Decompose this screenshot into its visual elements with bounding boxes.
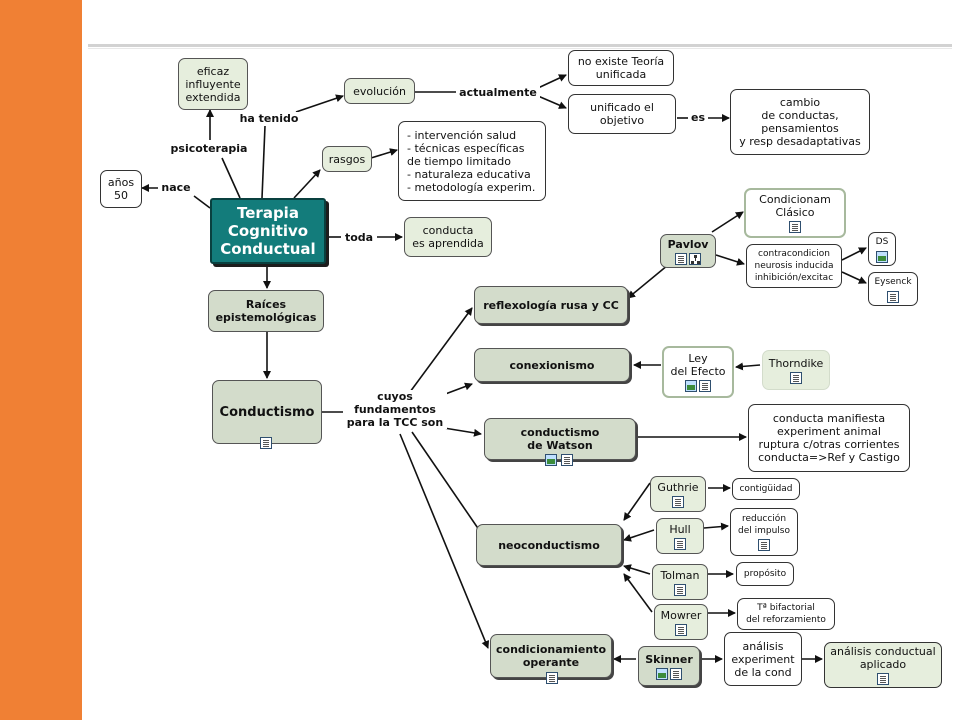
node-ley-del-efecto[interactable]: Ley del Efecto [662,346,734,398]
node-hull-label: Hull [669,522,691,536]
node-analisis-experimental[interactable]: análisis experiment de la cond [724,632,802,686]
node-evolucion[interactable]: evolución [344,78,415,104]
node-eficaz[interactable]: eficaz influyente extendida [178,58,248,110]
node-anos-50[interactable]: años 50 [100,170,142,208]
document-icon[interactable] [789,221,801,233]
link-cuyos-fundamentos: cuyos fundamentos para la TCC son [343,390,447,429]
node-conexionismo[interactable]: conexionismo [474,348,630,382]
document-icon[interactable] [546,672,558,684]
link-nace: nace [158,181,194,194]
node-analisis-aplicado-label: análisis conductual aplicado [830,645,936,671]
document-icon[interactable] [877,673,889,685]
node-no-existe-teoria[interactable]: no existe Teoría unificada [568,50,674,86]
document-icon[interactable] [699,380,711,392]
image-icon[interactable] [685,380,697,392]
link-toda: toda [341,231,377,244]
node-analisis-aplicado[interactable]: análisis conductual aplicado [824,642,942,688]
node-contracondicion[interactable]: contracondicion neurosis inducida inhibi… [746,244,842,288]
document-icon[interactable] [672,495,684,508]
node-conductismo-watson[interactable]: conductismo de Watson [484,418,636,460]
node-pavlov[interactable]: Pavlov [660,234,716,268]
node-conducta-aprendida[interactable]: conducta es aprendida [404,217,492,257]
node-condicionamiento-operante-label: condicionamiento operante [496,643,606,669]
node-condicionamiento-clasico[interactable]: Condicionam Clásico [744,188,846,238]
node-conductismo[interactable]: Conductismo [212,380,322,444]
link-psicoterapia: psicoterapia [170,142,248,155]
node-ley-del-efecto-label: Ley del Efecto [670,352,726,378]
link-actualmente: actualmente [456,86,540,99]
node-mowrer[interactable]: Mowrer [654,604,708,640]
node-rasgos-lista[interactable]: - intervención salud - técnicas específi… [398,121,546,201]
node-proposito[interactable]: propósito [736,562,794,586]
sidebar-accent [0,0,82,720]
document-icon[interactable] [887,290,899,303]
node-teoria-bifactorial[interactable]: Tª bifactorial del reforzamiento [737,598,835,630]
document-icon[interactable] [674,583,686,596]
node-neoconductismo[interactable]: neoconductismo [476,524,622,566]
image-icon[interactable] [656,667,668,680]
node-tolman-label: Tolman [660,568,700,582]
node-eysenck[interactable]: Eysenck [868,272,918,306]
node-terapia-cognitivo-conductual[interactable]: Terapia Cognitivo Conductual [210,198,326,264]
node-reduccion-impulso-label: reducción del impulso [738,514,790,536]
node-ds[interactable]: DS [868,232,896,266]
node-conductismo-label: Conductismo [219,404,315,420]
document-icon[interactable] [675,252,687,265]
header-rule-shadow [88,48,952,49]
document-icon[interactable] [758,539,770,551]
node-unificado-objetivo[interactable]: unificado el objetivo [568,94,676,134]
node-hull[interactable]: Hull [656,518,704,554]
node-conductismo-watson-label: conductismo de Watson [520,426,600,452]
node-eysenck-label: Eysenck [874,276,912,287]
document-icon[interactable] [670,667,682,680]
document-icon[interactable] [674,537,686,550]
node-tolman[interactable]: Tolman [652,564,708,600]
image-icon[interactable] [545,454,557,466]
node-conducta-manifiesta[interactable]: conducta manifiesta experiment animal ru… [748,404,910,472]
link-ha-tenido: ha tenido [238,112,300,125]
document-icon[interactable] [790,371,802,384]
node-mowrer-label: Mowrer [660,608,702,622]
header-rule [88,44,952,47]
node-reduccion-impulso[interactable]: reducción del impulso [730,508,798,556]
image-icon[interactable] [876,250,888,263]
node-ds-label: DS [875,236,889,247]
node-contiguidad[interactable]: contigüidad [732,478,800,500]
node-skinner-label: Skinner [645,652,693,666]
document-icon[interactable] [561,454,573,466]
node-reflexologia-rusa[interactable]: reflexología rusa y CC [474,286,628,324]
node-pavlov-label: Pavlov [667,237,709,251]
node-rasgos[interactable]: rasgos [322,146,372,172]
node-thorndike[interactable]: Thorndike [762,350,830,390]
node-guthrie[interactable]: Guthrie [650,476,706,512]
node-skinner[interactable]: Skinner [638,646,700,686]
document-icon[interactable] [675,623,687,636]
document-icon[interactable] [260,437,272,449]
concept-map-icon[interactable] [689,252,701,265]
node-guthrie-label: Guthrie [657,480,699,494]
node-condicionamiento-clasico-label: Condicionam Clásico [759,193,831,219]
node-raices-epistemologicas[interactable]: Raíces epistemológicas [208,290,324,332]
node-thorndike-label: Thorndike [768,356,824,370]
link-es: es [688,111,708,124]
node-cambio-conductas[interactable]: cambio de conductas, pensamientos y resp… [730,89,870,155]
